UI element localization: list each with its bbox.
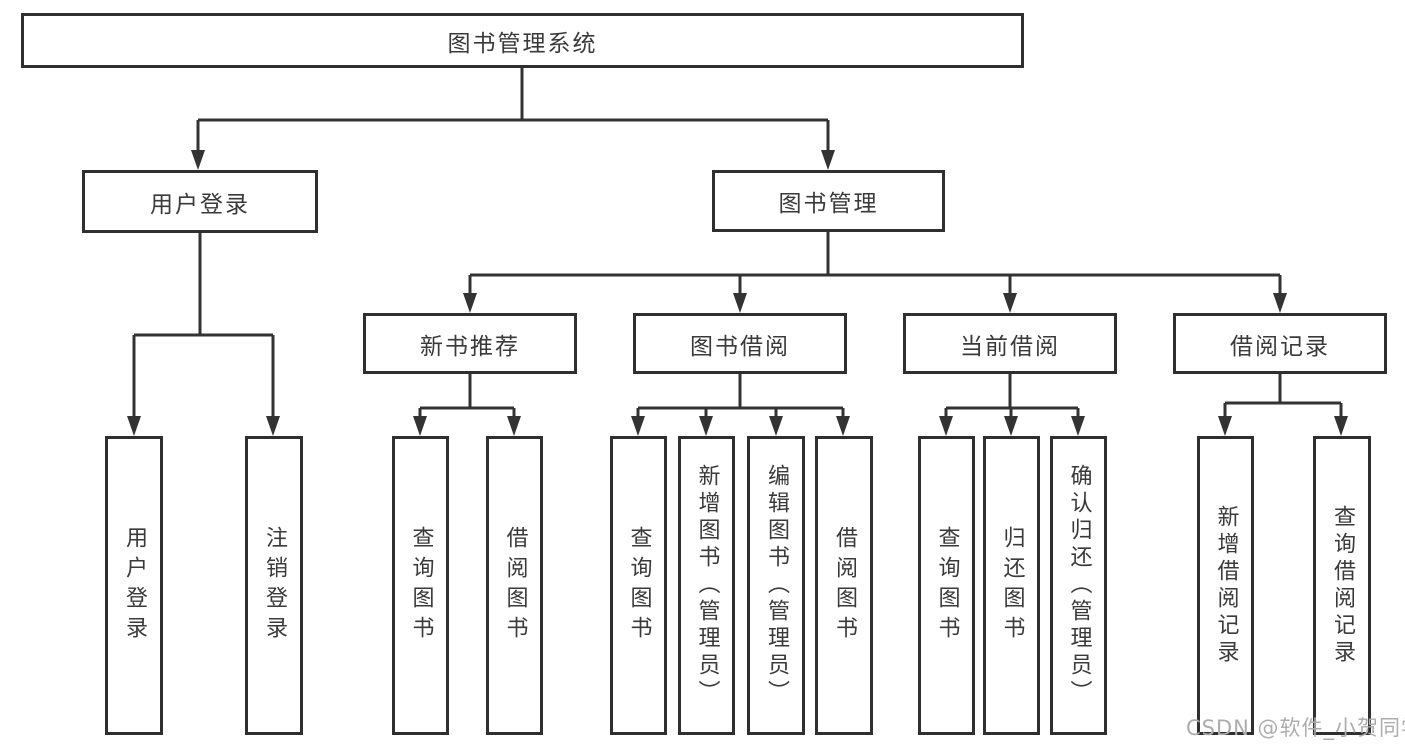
arrow-down-icon [769,416,783,436]
arrow-down-icon [266,416,280,436]
arrow-down-icon [1218,416,1232,436]
node-leaf-cb-query-books: 查询图书 [918,436,975,735]
arrow-down-icon [1003,293,1017,313]
node-leaf-br-query-record: 查询借阅记录 [1313,436,1371,735]
edge-user-login-branch [132,233,275,418]
arrow-down-icon [733,293,747,313]
edge-book-borrow-branch [636,374,845,418]
arrow-down-icon [836,416,850,436]
arrow-down-icon [1004,416,1018,436]
edge-book-mgmt-branch [468,232,1282,295]
arrow-down-icon [821,150,835,170]
arrow-down-icon [191,150,205,170]
node-leaf-bb-query-books: 查询图书 [610,436,667,735]
arrow-down-icon [507,416,521,436]
node-borrow-records: 借阅记录 [1173,313,1387,374]
node-leaf-nbr-borrow-books: 借阅图书 [486,436,543,735]
node-leaf-cb-return-books: 归还图书 [983,436,1040,735]
arrow-down-icon [127,416,141,436]
node-leaf-bb-borrow-books: 借阅图书 [815,436,873,735]
node-book-management-group: 图书管理 [712,170,945,232]
arrow-down-icon [939,416,953,436]
edge-new-book-branch [418,374,516,418]
arrow-down-icon [699,416,713,436]
arrow-down-icon [1273,293,1287,313]
node-book-borrow: 图书借阅 [633,313,847,374]
node-root-library-system: 图书管理系统 [21,13,1024,68]
arrow-down-icon [631,416,645,436]
node-new-book-recommend: 新书推荐 [363,313,577,374]
node-leaf-cb-confirm-return-admin: 确认归还（管理员） [1050,436,1107,735]
node-leaf-bb-add-books-admin: 新增图书（管理员） [678,436,735,735]
edge-root-branch [196,68,830,152]
edge-current-borrow-branch [944,374,1080,418]
node-leaf-logout: 注销登录 [245,436,303,735]
arrow-down-icon [463,293,477,313]
node-leaf-user-login: 用户登录 [105,436,163,735]
arrow-down-icon [1334,416,1348,436]
arrow-down-icon [413,416,427,436]
node-current-borrow: 当前借阅 [903,313,1117,374]
node-leaf-bb-edit-books-admin: 编辑图书（管理员） [747,436,805,735]
watermark-text: CSDN @软件_小贺同学 [1186,716,1405,740]
arrow-down-icon [1071,416,1085,436]
edge-borrow-records-branch [1223,374,1343,418]
node-leaf-nbr-query-books: 查询图书 [392,436,449,735]
node-user-login-group: 用户登录 [82,170,318,233]
node-leaf-br-add-record: 新增借阅记录 [1197,436,1254,735]
